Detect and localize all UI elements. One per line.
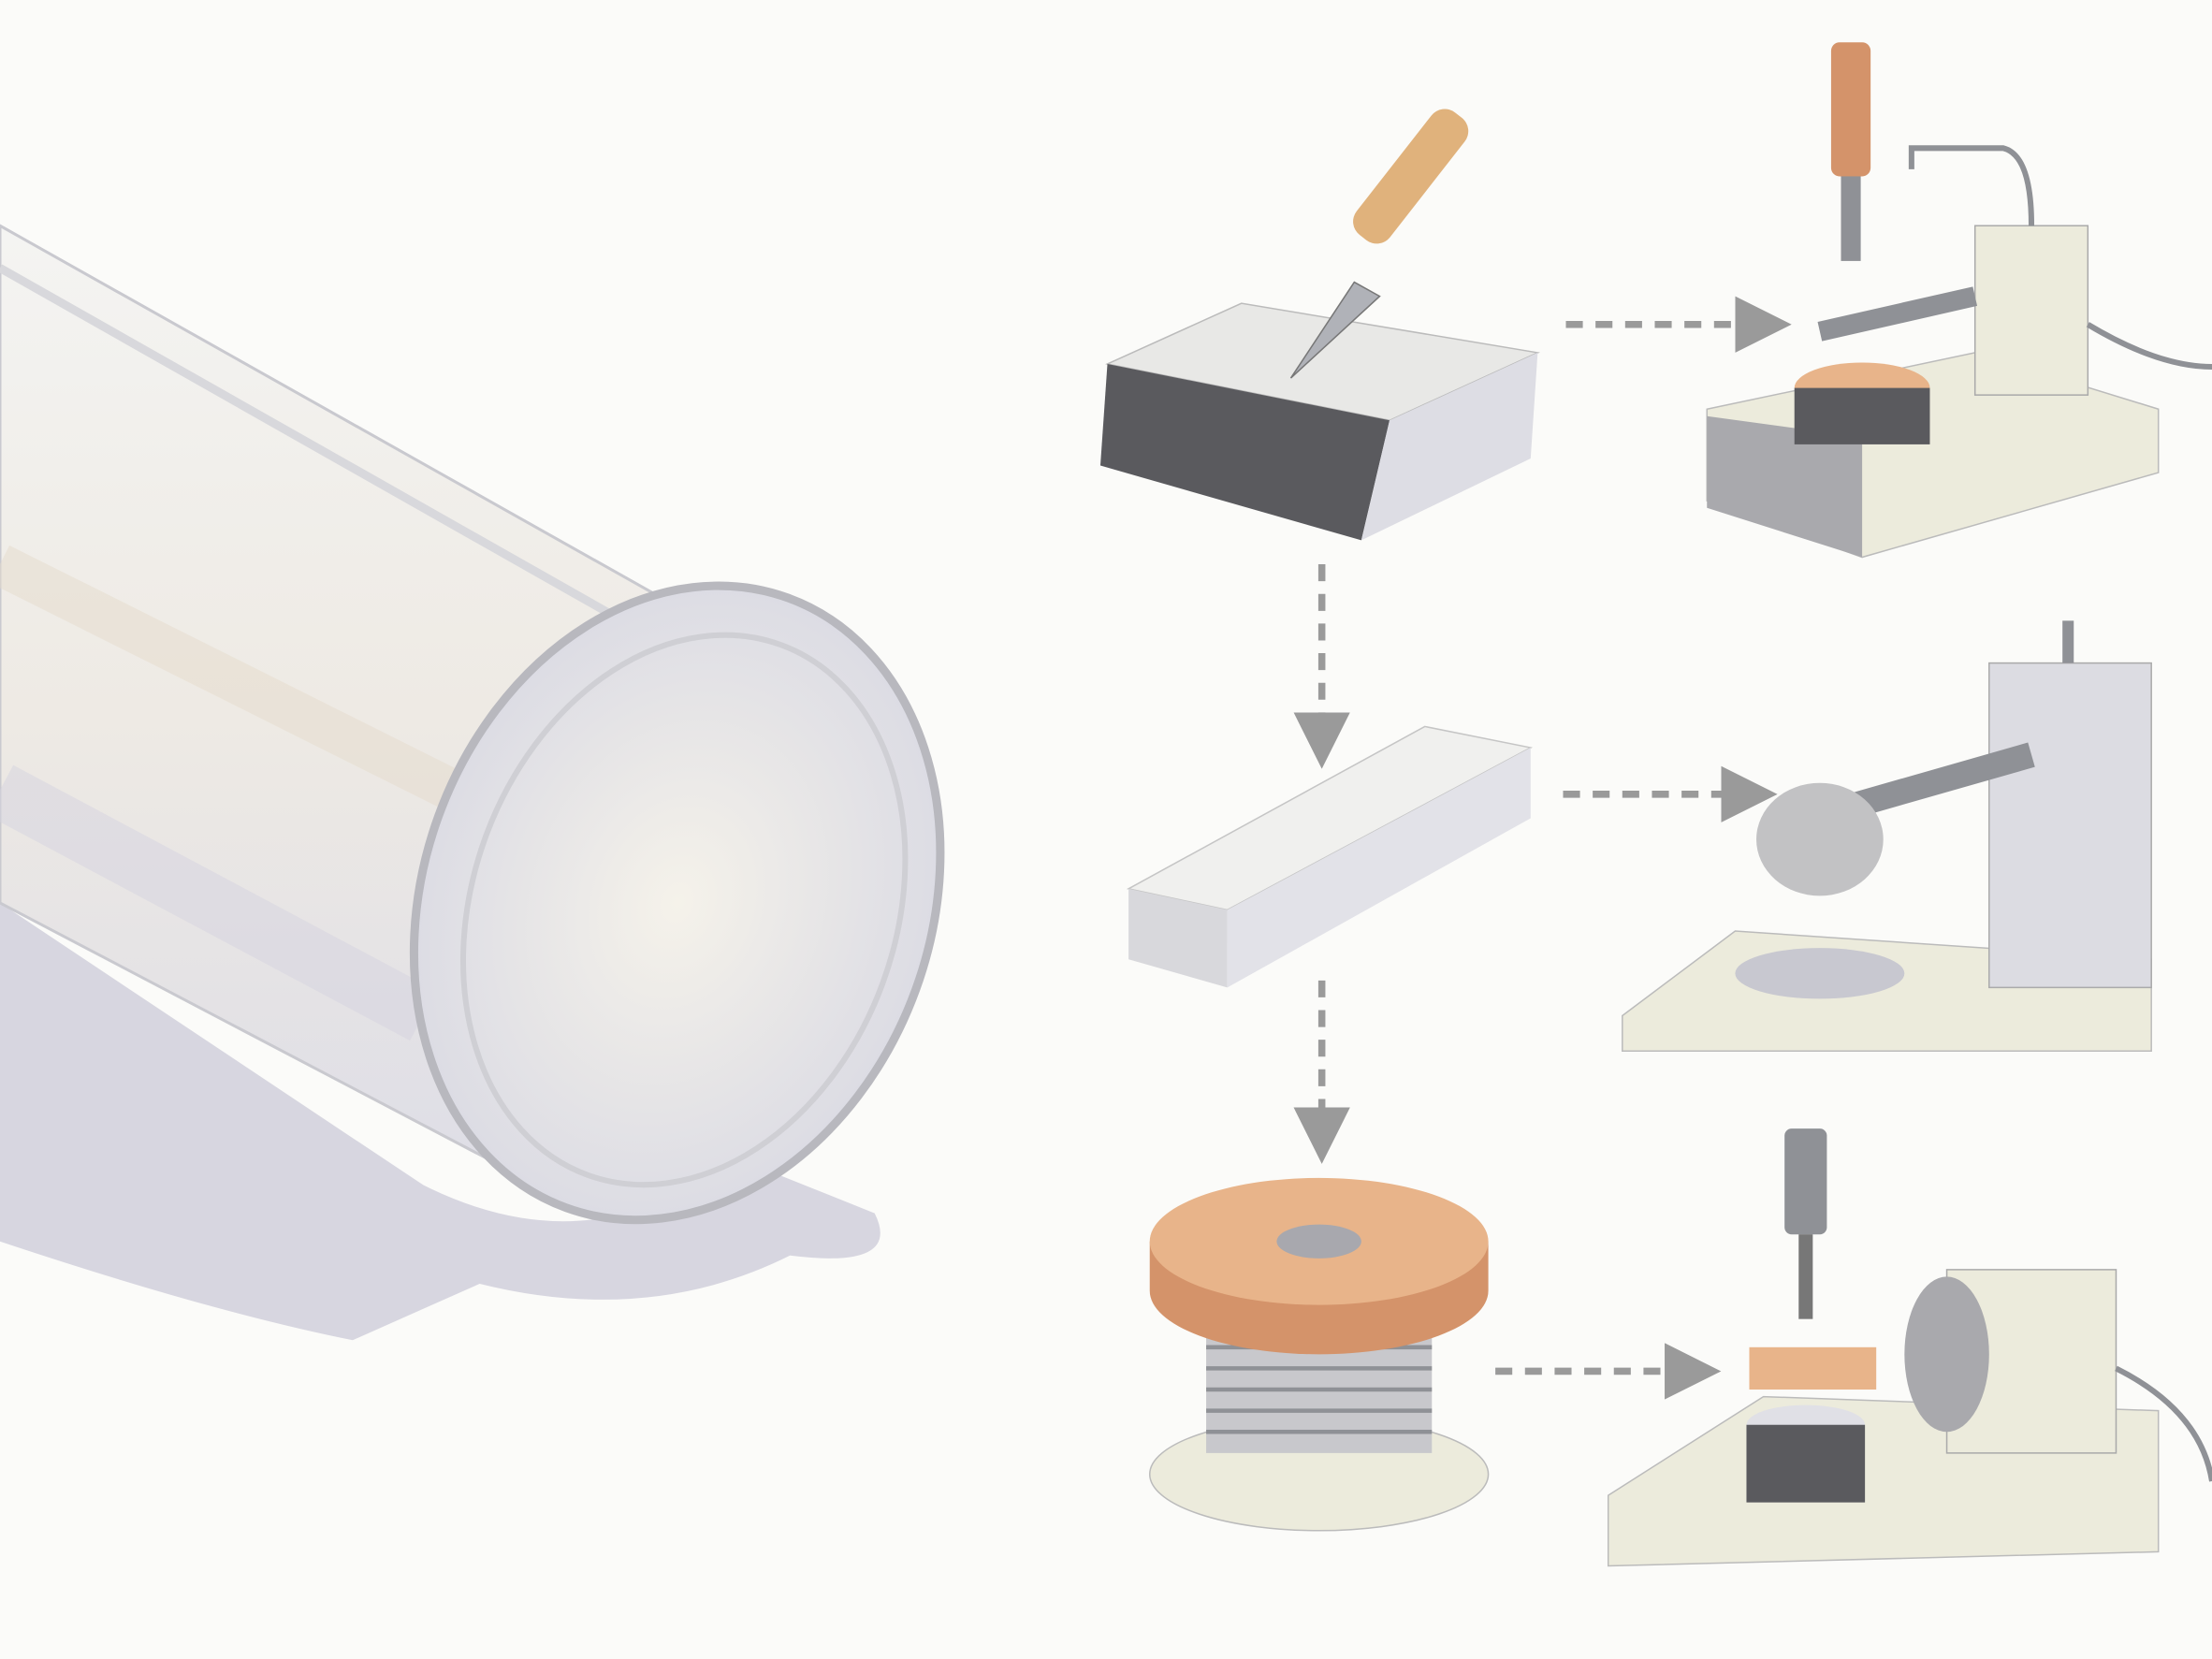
rectangular-bar <box>1126 725 1534 988</box>
glass-tube <box>0 224 945 1341</box>
grinding-machine-middle <box>1622 620 2152 1052</box>
drill-press-machine-top <box>1706 42 2212 559</box>
stone-block-with-chisel <box>1099 109 1540 541</box>
spool-with-wheel <box>1148 1177 1490 1532</box>
drill-press-machine-bottom <box>1607 1128 2212 1567</box>
